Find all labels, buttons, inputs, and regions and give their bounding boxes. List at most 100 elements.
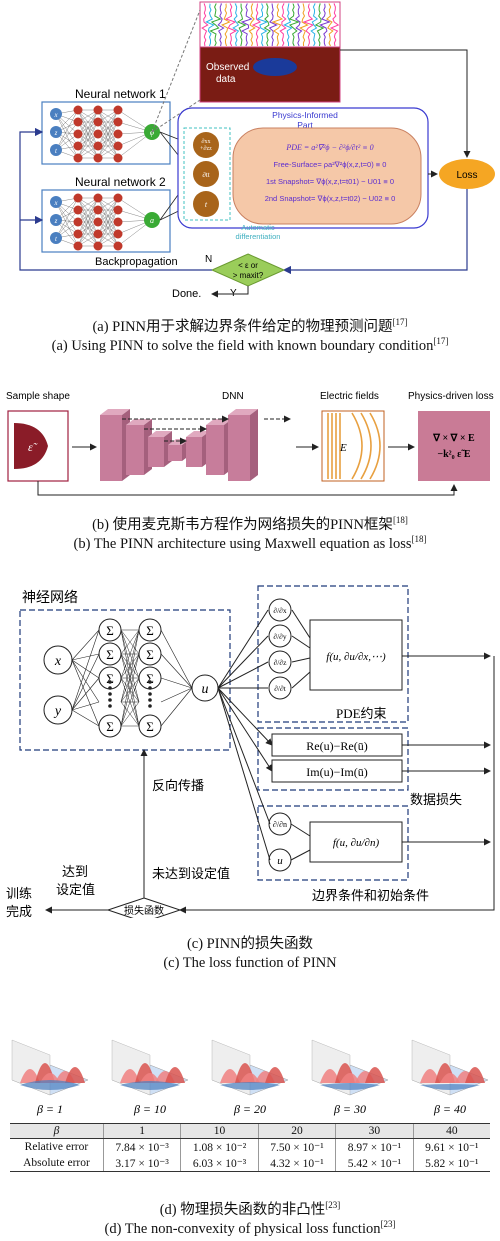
- physics-title: Physics-Informed: [272, 110, 338, 120]
- caption-c-en: (c) The loss function of PINN: [163, 955, 337, 971]
- loss-label: Loss: [456, 170, 477, 181]
- decision-text: < ε or: [238, 261, 258, 270]
- beta-label: β = 10: [133, 1102, 166, 1116]
- svg-text:∂/∂x: ∂/∂x: [273, 606, 286, 615]
- svg-text:data: data: [216, 74, 236, 85]
- table-cell: 4.32 × 10⁻¹: [257, 1155, 336, 1172]
- observed-data-box: Observed data: [199, 1, 341, 103]
- svg-text:u: u: [202, 682, 209, 697]
- svg-text:x: x: [54, 654, 62, 669]
- loss-surface-4: β = 30: [311, 1039, 389, 1116]
- svg-text:Σ: Σ: [106, 623, 114, 638]
- table-header-cell: 30: [335, 1123, 414, 1139]
- electric-fields-label: Electric fields: [320, 391, 379, 402]
- table-header-cell: 10: [180, 1123, 259, 1139]
- svg-text:z: z: [54, 129, 58, 137]
- table-cell: 8.97 × 10⁻¹: [335, 1138, 414, 1155]
- caption-d-cn: (d) 物理损失函数的非凸性[23]: [159, 1200, 341, 1218]
- reached-label: 达到: [62, 864, 88, 879]
- svg-text:Part: Part: [297, 120, 313, 130]
- svg-text:+∂zz: +∂zz: [200, 145, 212, 152]
- train-done-label: 训练: [6, 886, 32, 901]
- svg-text:E: E: [339, 442, 347, 454]
- table-cell: 1.08 × 10⁻²: [180, 1138, 259, 1155]
- svg-text:t: t: [55, 235, 58, 243]
- pde-dashed-box: [257, 585, 409, 723]
- physics-loss-label: Physics-driven loss: [408, 391, 494, 402]
- svg-text:y: y: [53, 704, 62, 719]
- caption-a-en: (a) Using PINN to solve the field with k…: [51, 336, 449, 354]
- svg-text:u: u: [277, 855, 283, 867]
- dnn-unet-blocks: [100, 409, 291, 481]
- equations-box: [232, 127, 422, 225]
- svg-text:differentiation: differentiation: [236, 232, 281, 241]
- panel-a-diagram: Observed data Neural network 1 Neural ne…: [19, 1, 495, 300]
- svg-text:z: z: [54, 217, 58, 225]
- autodiff-label: Automatic: [241, 223, 275, 232]
- im-term: Im(u)−Im(ū): [306, 765, 367, 779]
- svg-text:∂tt: ∂tt: [202, 171, 209, 179]
- svg-text:x: x: [53, 111, 58, 119]
- svg-text:设定值: 设定值: [56, 882, 95, 897]
- table-cell: Absolute error: [10, 1155, 104, 1172]
- svg-text:Σ: Σ: [146, 647, 154, 662]
- loss-fn-label: 损失函数: [124, 904, 164, 917]
- decision-diamond: [210, 253, 286, 287]
- dnn-label: DNN: [222, 391, 244, 402]
- observed-data-label: Observed: [206, 62, 249, 73]
- data-loss-label: 数据损失: [410, 792, 462, 807]
- table-cell: 7.84 × 10⁻³: [102, 1138, 181, 1155]
- no-label: N: [205, 254, 212, 265]
- physics-loss-box: ∇ × ∇ × E −k²₀ ε̃ E: [418, 411, 490, 481]
- backprop-cn-label: 反向传播: [152, 778, 204, 793]
- panel-d-surfaces: β = 1 β = 10 β = 20 β = 30 β = 40: [11, 1039, 489, 1116]
- pde-equation: PDE = a²∇²ϕ − ∂²ϕ/∂t² ≡ 0: [285, 143, 373, 152]
- svg-text:f(u, ∂u/∂n): f(u, ∂u/∂n): [333, 837, 380, 849]
- svg-text:Σ: Σ: [106, 671, 114, 686]
- caption-b-cn: (b) 使用麦克斯韦方程作为网络损失的PINN框架[18]: [92, 515, 408, 533]
- nn2-label: Neural network 2: [75, 175, 166, 189]
- electric-field-box: E: [321, 410, 385, 482]
- beta-label: β = 1: [36, 1102, 63, 1116]
- svg-text:Σ: Σ: [146, 671, 154, 686]
- loss-node: [439, 159, 495, 189]
- pde-derivative-nodes: ∂/∂x ∂/∂y ∂/∂z ∂/∂t: [268, 598, 292, 700]
- bc-label: 边界条件和初始条件: [312, 888, 429, 903]
- derivative-nodes: ∂xx +∂zz ∂tt t: [193, 132, 219, 217]
- svg-text:Σ: Σ: [106, 647, 114, 662]
- f-pde-box: [309, 619, 403, 691]
- data-loss-dashed-box: [257, 727, 409, 791]
- beta-label: β = 20: [233, 1102, 266, 1116]
- autodiff-dashed-box: [183, 127, 231, 221]
- svg-text:∂/∂z: ∂/∂z: [274, 658, 287, 667]
- svg-text:f(u, ∂u/∂x,⋯): f(u, ∂u/∂x,⋯): [326, 651, 386, 663]
- svg-text:完成: 完成: [6, 904, 32, 918]
- table-cell: 5.82 × 10⁻¹: [412, 1155, 490, 1172]
- panel-b-diagram: Sample shape DNN Electric fields Physics…: [6, 391, 494, 496]
- svg-text:x: x: [53, 199, 58, 207]
- pde-label: PDE约束: [336, 706, 387, 721]
- svg-text:−k²₀ ε̃ E: −k²₀ ε̃ E: [437, 449, 471, 460]
- table-cell: 7.50 × 10⁻¹: [257, 1138, 336, 1155]
- svg-text:> maxit?: > maxit?: [233, 271, 264, 280]
- table-cell: 9.61 × 10⁻¹: [412, 1138, 490, 1155]
- svg-text:∇ × ∇ × E: ∇ × ∇ × E: [432, 433, 475, 444]
- svg-text:Σ: Σ: [146, 623, 154, 638]
- nn-dashed-box: [19, 609, 231, 751]
- beta-label: β = 40: [433, 1102, 466, 1116]
- svg-text:a: a: [150, 216, 154, 225]
- beta-label: β = 30: [333, 1102, 366, 1116]
- table-header-cell: 40: [412, 1123, 490, 1139]
- bc-dashed-box: [257, 805, 409, 881]
- loss-surface-3: β = 20: [211, 1039, 289, 1116]
- not-reached-label: 未达到设定值: [152, 866, 230, 881]
- svg-text:∂/∂t: ∂/∂t: [274, 684, 286, 693]
- svg-text:∂/∂y: ∂/∂y: [273, 632, 286, 641]
- caption-b-en: (b) The PINN architecture using Maxwell …: [73, 534, 427, 552]
- table-header-cell: 1: [102, 1123, 181, 1139]
